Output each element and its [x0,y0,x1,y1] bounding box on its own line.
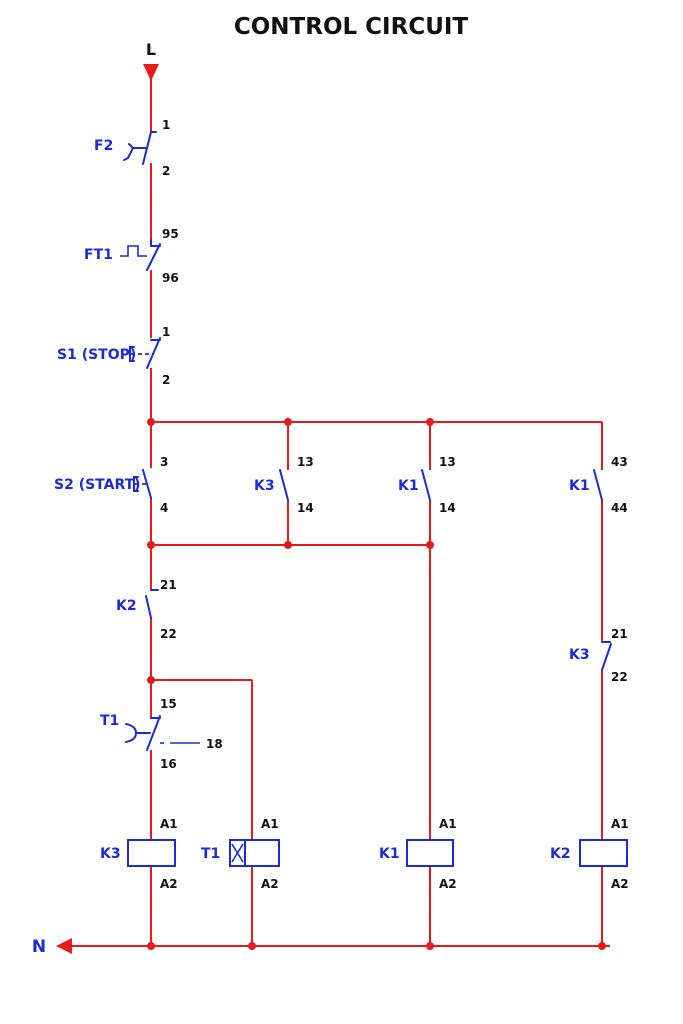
junction-node [284,418,292,426]
coil-k1-rect [406,839,454,867]
wiring [70,64,610,947]
k3-nc-pin-top: 21 [611,627,628,641]
f2-label: F2 [94,138,113,154]
t1-contact-label: T1 [100,713,119,729]
junction-node [147,942,155,950]
junction-node [147,541,155,549]
t1-contact-pin-no: 18 [206,737,223,751]
k3-no-label: K3 [254,478,275,494]
coil-k3: K3 A1 A2 [100,817,178,891]
junction-node [598,942,606,950]
f2-breaker: F2 1 2 [94,118,170,178]
t1-contact-pin-bottom: 16 [160,757,177,771]
coil-k3-rect [127,839,176,867]
junction-node [284,541,292,549]
junction-node [426,541,434,549]
k1-no-contact-43-44: K1 43 44 [569,455,628,515]
t1-contact-pin-top: 15 [160,697,177,711]
ft1-label: FT1 [84,247,113,263]
line-rail-label: L [146,40,156,59]
junction-nodes [147,418,606,950]
diagram-title: CONTROL CIRCUIT [234,14,469,40]
k1-no-a-pin-bottom: 14 [439,501,456,515]
k3-no-contact: K3 13 14 [254,455,314,515]
junction-node [147,676,155,684]
coil-k2-pin-top: A1 [611,817,629,831]
junction-node [426,942,434,950]
k1-no-b-label: K1 [569,478,590,494]
neutral-arrow-icon [56,938,72,954]
t1-timer-contact: T1 15 16 18 [100,697,223,771]
coil-k2-rect [579,839,628,867]
coil-k1-pin-bottom: A2 [439,877,457,891]
s1-pin-bottom: 2 [162,373,170,387]
s1-stop-button: S1 (STOP) 1 2 [57,325,170,387]
coil-k2-label: K2 [550,846,571,862]
s2-pin-bottom: 4 [160,501,168,515]
junction-node [248,942,256,950]
coil-k1: K1 A1 A2 [379,817,457,891]
junction-node [426,418,434,426]
s2-start-button: S2 (START) 3 4 [54,455,168,515]
k3-no-pin-bottom: 14 [297,501,314,515]
ft1-pin-bottom: 96 [162,271,179,285]
coil-k3-pin-bottom: A2 [160,877,178,891]
ft1-pin-top: 95 [162,227,179,241]
k1-no-contact-13-14: K1 13 14 [398,455,456,515]
k1-no-b-pin-bottom: 44 [611,501,628,515]
k3-no-pin-top: 13 [297,455,314,469]
k1-no-a-label: K1 [398,478,419,494]
coil-t1-pin-top: A1 [261,817,279,831]
s1-pin-top: 1 [162,325,170,339]
coil-k1-label: K1 [379,846,400,862]
ft1-overload-contact: FT1 95 96 [84,227,179,285]
k1-no-a-pin-top: 13 [439,455,456,469]
coil-t1-label: T1 [201,846,220,862]
coil-k3-label: K3 [100,846,121,862]
neutral-rail-label: N [32,937,46,957]
k3-nc-label: K3 [569,647,590,663]
coil-t1-pin-bottom: A2 [261,877,279,891]
junction-node [147,418,155,426]
coil-t1: T1 A1 A2 [201,817,280,891]
k2-nc-label: K2 [116,598,137,614]
k2-nc-contact: K2 21 22 [116,578,177,641]
k1-no-b-pin-top: 43 [611,455,628,469]
coil-k2: K2 A1 A2 [550,817,629,891]
coil-k3-pin-top: A1 [160,817,178,831]
s2-label: S2 (START) [54,477,141,493]
s1-label: S1 (STOP) [57,347,136,363]
k3-nc-contact: K3 21 22 [569,627,628,684]
f2-pin-top: 1 [162,118,170,132]
k2-nc-pin-top: 21 [160,578,177,592]
f2-pin-bottom: 2 [162,164,170,178]
k3-nc-pin-bottom: 22 [611,670,628,684]
s2-pin-top: 3 [160,455,168,469]
k2-nc-pin-bottom: 22 [160,627,177,641]
coil-k2-pin-bottom: A2 [611,877,629,891]
coil-k1-pin-top: A1 [439,817,457,831]
